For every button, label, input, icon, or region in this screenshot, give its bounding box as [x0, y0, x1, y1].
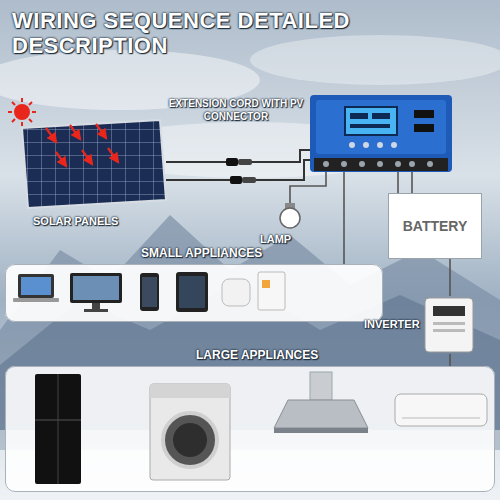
battery-box: BATTERY: [388, 193, 482, 259]
group-heading: LARGE APPLIANCES: [196, 348, 318, 362]
cable: [166, 179, 230, 181]
usb-port: [414, 124, 434, 132]
large-appliance-icons: [35, 372, 487, 484]
inverter-body: [425, 298, 473, 352]
lamp-node: LAMP: [258, 196, 308, 248]
button: [391, 142, 397, 148]
laptop-icon: [18, 274, 54, 298]
phone-screen: [142, 277, 157, 307]
button: [377, 142, 383, 148]
charge-controller: [310, 95, 452, 172]
laptop-base: [13, 298, 59, 302]
cable: [256, 160, 310, 180]
cloud: [250, 35, 500, 85]
part-label: INVERTER: [364, 318, 420, 331]
controller-body: [310, 95, 452, 172]
range-hood-icon: [274, 400, 368, 428]
inverter-vent: [433, 322, 465, 325]
small-appliance-icons: [13, 272, 285, 312]
button: [349, 142, 355, 148]
pv-connector: [226, 158, 238, 166]
terminals: [323, 161, 433, 167]
range-hood-edge: [274, 428, 368, 433]
monitor-screen: [73, 276, 119, 300]
washer-panel: [150, 384, 230, 398]
tablet-screen: [179, 276, 205, 308]
phone-icon: [140, 273, 159, 311]
sun-rays: [8, 98, 36, 126]
inverter-display: [433, 306, 465, 316]
annotation-label: EXTENSION CORD WITH PV CONNECTOR: [165, 98, 307, 123]
battery-body: [388, 193, 482, 259]
lcd-screen: [345, 107, 397, 135]
diagram-title: WIRING SEQUENCE DETAILED DESCRIPTION: [12, 8, 442, 59]
mini-fridge-icon: [258, 272, 285, 310]
extension-cords: [166, 150, 310, 184]
pv-connector: [238, 159, 252, 165]
range-hood-chimney: [310, 372, 332, 400]
monitor-stand: [84, 309, 108, 312]
part-label: LAMP: [260, 233, 291, 246]
pv-connector: [242, 177, 256, 183]
laptop-screen: [21, 277, 51, 295]
sunlight-arrows: [46, 124, 118, 166]
monitor-icon: [70, 273, 122, 303]
sun-icon: [14, 104, 30, 120]
appliance-group: LARGE APPLIANCES: [5, 366, 495, 492]
fridge-door-line: [58, 374, 59, 484]
small-appliances-panel: [5, 264, 383, 322]
washer-drum: [173, 423, 207, 457]
air-conditioner-icon: [395, 394, 487, 426]
cable: [252, 150, 310, 162]
controller-face: [316, 100, 446, 154]
monitor-stand: [92, 303, 100, 309]
terminal-strip: [314, 158, 448, 171]
cable: [166, 161, 226, 163]
mini-fridge-light: [262, 280, 270, 288]
inverter-vent: [433, 329, 465, 332]
inverter-device: [425, 298, 473, 352]
washing-machine-icon: [150, 384, 230, 480]
fridge-icon: [35, 374, 81, 484]
wire-connector: [449, 354, 451, 366]
bulb-glass: [280, 208, 300, 228]
washer-door: [163, 413, 217, 467]
lcd-segment: [372, 113, 390, 119]
speaker-icon: [222, 279, 250, 306]
ac-vent: [402, 418, 480, 419]
inverter-node: INVERTER: [360, 296, 482, 354]
wire-connector: [449, 259, 451, 296]
box-label: BATTERY: [403, 218, 468, 235]
tablet-icon: [176, 272, 208, 312]
lamp-bulb: [280, 203, 300, 228]
pv-connector: [230, 176, 242, 184]
lcd-segment: [350, 113, 368, 119]
appliance-group: SMALL APPLIANCES: [5, 264, 383, 322]
group-heading: SMALL APPLIANCES: [141, 246, 262, 260]
part-label: SOLAR PANELS: [33, 215, 118, 228]
solar-panel: [22, 120, 166, 208]
solar-panel-node: SOLAR PANELS: [15, 118, 175, 230]
usb-port: [414, 110, 434, 118]
button: [363, 142, 369, 148]
large-appliances-panel: [5, 366, 495, 492]
lcd-segment: [350, 124, 390, 128]
